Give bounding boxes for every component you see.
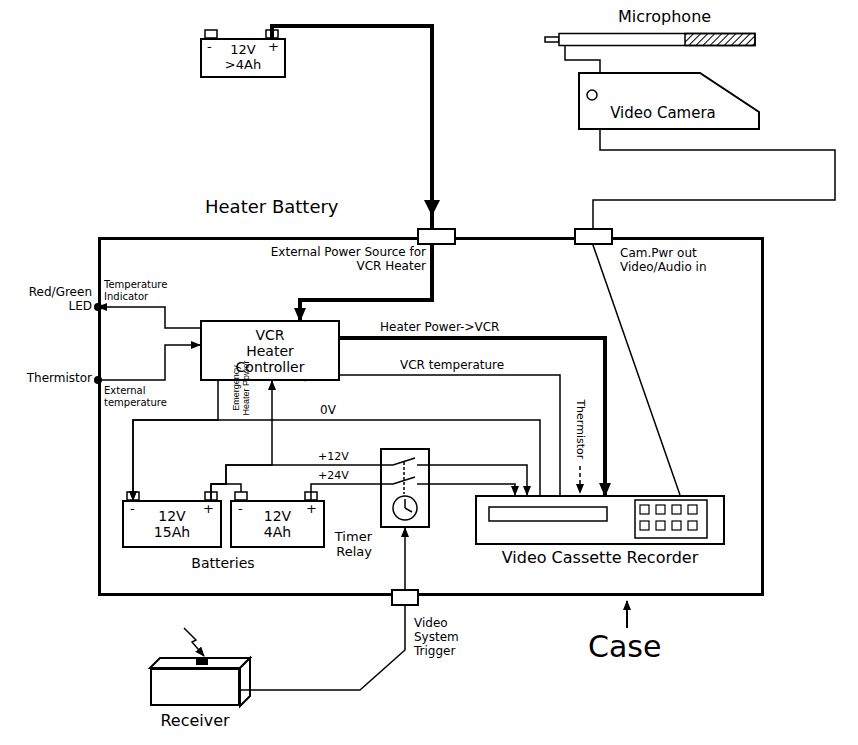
- battery-text: Heater Battery: [205, 197, 339, 218]
- wire-label: +24V: [318, 470, 349, 483]
- battery-text: 12V 15Ah: [150, 508, 195, 540]
- battery: - +12V 15Ah: [122, 500, 222, 548]
- wire-label: Emergency Heater Power: [231, 359, 261, 417]
- wire-label: Heater Power->VCR: [380, 321, 499, 335]
- terminal-sign: -: [130, 502, 135, 517]
- battery: - +12V 4Ah: [230, 500, 325, 548]
- node-heading: Microphone: [618, 8, 711, 26]
- microphone-outline: [545, 33, 757, 46]
- signal-wire: [565, 46, 600, 72]
- radio-signal: [184, 628, 204, 656]
- case: CaseVCR Heater Controller-+12V 15Ah-+12V…: [98, 237, 764, 596]
- signal-label: External temperature: [104, 385, 196, 408]
- thermistor-wire: [98, 345, 200, 380]
- vcr-front: [477, 497, 723, 543]
- signal-wire: [593, 130, 835, 495]
- indicator-label: Red/Green LED: [10, 286, 92, 314]
- group-label: Batteries: [180, 555, 266, 571]
- video-camera: Video Camera: [578, 72, 760, 130]
- terminal-sign: +: [203, 502, 214, 517]
- signal-wire: [305, 375, 560, 495]
- receiver: Receiver: [150, 668, 240, 706]
- receiver-body: [150, 658, 250, 706]
- power-wire: [272, 26, 432, 320]
- wire-label: Cam.Pwr out Video/Audio in: [620, 247, 750, 275]
- timer-relay: Timer Relay: [380, 448, 430, 528]
- sensor-label: Thermistor: [574, 397, 587, 461]
- battery-text: 12V >4Ah: [223, 43, 264, 73]
- led-wire: [98, 307, 200, 328]
- terminal-sign: -: [238, 502, 243, 517]
- wire-label: External Power Source for VCR Heater: [266, 246, 426, 274]
- signal-wire: [430, 484, 515, 495]
- wire-label: VCR temperature: [400, 358, 504, 372]
- wire-label: +12V: [318, 451, 349, 464]
- node-heading: Timer Relay: [326, 530, 372, 560]
- battery-link: [211, 484, 241, 492]
- case-heading: Case: [588, 630, 661, 665]
- battery: -+12V >4AhHeater Battery: [200, 38, 286, 78]
- terminal-sign: +: [306, 502, 317, 517]
- terminal-sign: -: [207, 40, 212, 55]
- signal-wire: [240, 528, 405, 690]
- node-heading: Video Cassette Recorder: [477, 549, 723, 567]
- signal-wire: [133, 420, 540, 500]
- terminal-sign: +: [268, 40, 279, 55]
- node-heading: Receiver: [152, 712, 238, 730]
- case-pointer: [626, 601, 628, 628]
- case-connector: [392, 590, 418, 605]
- wire-label: 0V: [320, 404, 336, 418]
- signal-wire: [311, 484, 380, 500]
- signal-label: Temperature Indicator: [104, 279, 196, 302]
- signal-wire: [211, 465, 380, 500]
- thermistor-lead: [579, 466, 581, 493]
- wire-label: Video System Trigger: [414, 617, 470, 658]
- battery-terminal: [205, 30, 217, 38]
- node-title: Video Camera: [588, 105, 738, 122]
- video-recorder: Video Cassette Recorder: [475, 495, 725, 545]
- battery-terminal: [235, 492, 247, 500]
- signal-wire: [430, 465, 527, 495]
- relay-symbol: [382, 450, 428, 526]
- battery-text: 12V 4Ah: [255, 508, 300, 540]
- controller-box: VCR Heater Controller: [200, 320, 340, 381]
- microphone: Microphone: [545, 33, 757, 46]
- sensor-label: Thermistor: [14, 372, 92, 386]
